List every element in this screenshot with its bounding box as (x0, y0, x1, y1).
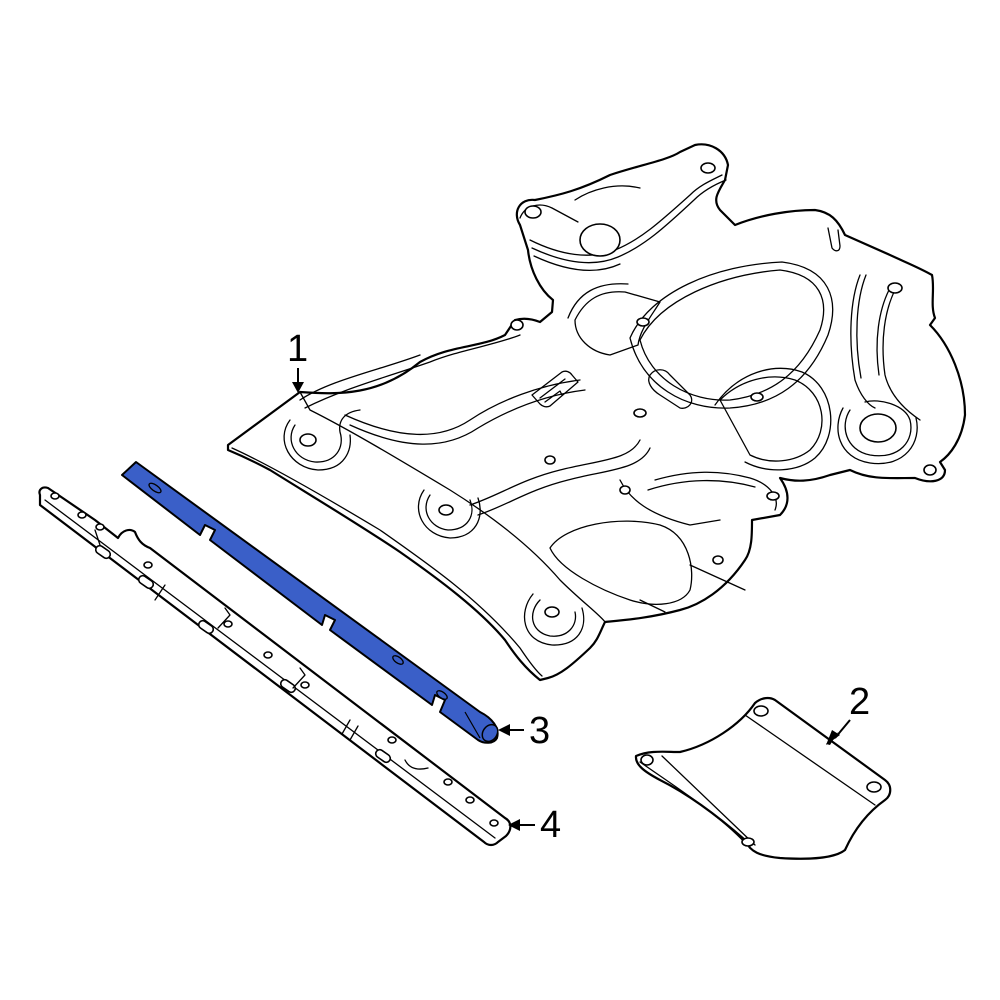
callout-leader-1 (292, 368, 304, 393)
callout-number-4[interactable]: 4 (540, 804, 562, 846)
part-3-seal-strip[interactable] (121, 461, 501, 744)
part-1-main-shield[interactable] (226, 143, 967, 682)
callout-leader-2 (826, 719, 851, 745)
callout-leader-4 (508, 819, 535, 831)
callout-leader-3 (498, 724, 524, 736)
part-2-rear-shield[interactable] (634, 696, 892, 860)
callout-number-3[interactable]: 3 (529, 710, 551, 752)
callout-number-2[interactable]: 2 (849, 681, 871, 723)
part-4-bracket-rail[interactable] (38, 486, 512, 847)
callout-number-1[interactable]: 1 (287, 328, 309, 370)
